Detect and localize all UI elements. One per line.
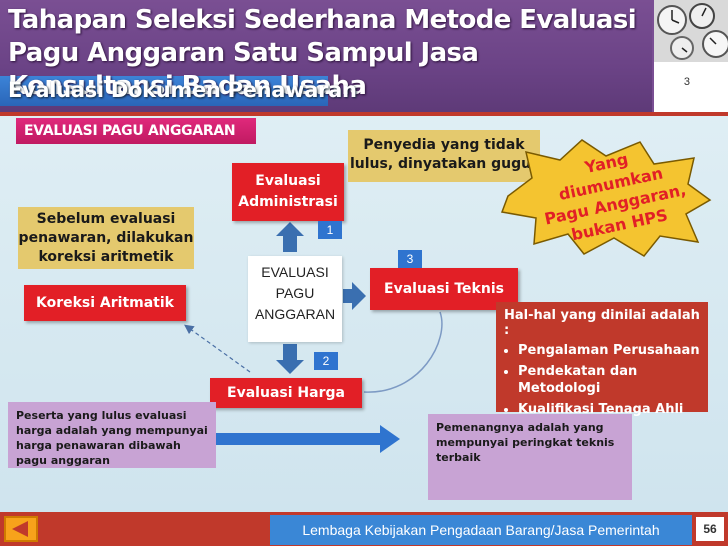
center-label-2: PAGU: [275, 285, 315, 301]
arrow-down-icon: [276, 344, 304, 374]
criteria-item: Pendekatan dan Metodologi: [518, 363, 700, 397]
note-gugur-line-2: lulus, dinyatakan gugur: [349, 156, 539, 172]
arrow-right-icon: [343, 282, 366, 310]
eval-harga-box: Evaluasi Harga: [210, 378, 362, 408]
eval-admin-label-2: Administrasi: [238, 194, 338, 210]
criteria-item: Kualifikasi Tenaga Ahli: [518, 401, 700, 418]
note-sebelum: Sebelum evaluasi penawaran, dilakukan ko…: [18, 207, 194, 269]
criteria-box: Hal-hal yang dinilai adalah : Pengalaman…: [496, 302, 708, 417]
page-number: 56: [696, 517, 724, 541]
step-number-3: 3: [398, 250, 422, 268]
divider: [0, 112, 728, 116]
arrow-up-icon: [276, 222, 304, 252]
subtitle-bar: [0, 76, 328, 106]
eval-admin-box: Evaluasi Administrasi: [232, 163, 344, 221]
starburst-shape: [500, 139, 712, 257]
note-gugur-line-1: Penyedia yang tidak: [363, 137, 525, 153]
criteria-heading: Hal-hal yang dinilai adalah :: [504, 308, 700, 338]
page-title: Tahapan Seleksi Sederhana Metode Evaluas…: [8, 5, 637, 101]
center-label-1: EVALUASI: [261, 264, 329, 280]
step-number-1: 1: [318, 221, 342, 239]
criteria-item: Pengalaman Perusahaan: [518, 342, 700, 359]
slide-number-box: [652, 62, 728, 112]
center-box: EVALUASI PAGU ANGGARAN: [248, 256, 342, 342]
note-gugur: Penyedia yang tidak lulus, dinyatakan gu…: [348, 130, 540, 182]
note-sebelum-line-2: penawaran, dilakukan: [18, 230, 194, 246]
section-label: EVALUASI PAGU ANGGARAN: [16, 118, 256, 144]
center-label-3: ANGGARAN: [254, 306, 336, 322]
bottom-arrow-icon: [216, 425, 400, 453]
note-sebelum-line-3: koreksi aritmetik: [38, 249, 174, 265]
footer-text: Lembaga Kebijakan Pengadaan Barang/Jasa …: [270, 515, 692, 545]
eval-admin-label-1: Evaluasi: [255, 173, 321, 189]
note-pemenang: Pemenangnya adalah yang mempunyai pering…: [428, 414, 632, 500]
clock-photo: [652, 0, 728, 112]
slide-number: 3: [683, 76, 690, 88]
back-button[interactable]: [4, 516, 38, 542]
criteria-list: Pengalaman Perusahaan Pendekatan dan Met…: [504, 342, 700, 418]
eval-teknis-box: Evaluasi Teknis: [370, 268, 518, 310]
flow-curve: [363, 311, 443, 393]
dashed-arrow: [184, 324, 251, 373]
note-peserta: Peserta yang lulus evaluasi harga adalah…: [8, 402, 216, 468]
page-subtitle: Evaluasi Dokumen Penawaran: [8, 78, 357, 102]
step-number-2: 2: [314, 352, 338, 370]
back-arrow-icon: [12, 521, 28, 537]
note-sebelum-line-1: Sebelum evaluasi: [36, 211, 176, 227]
clock-icon: [654, 0, 728, 62]
koreksi-aritmatik-box: Koreksi Aritmatik: [24, 285, 186, 321]
